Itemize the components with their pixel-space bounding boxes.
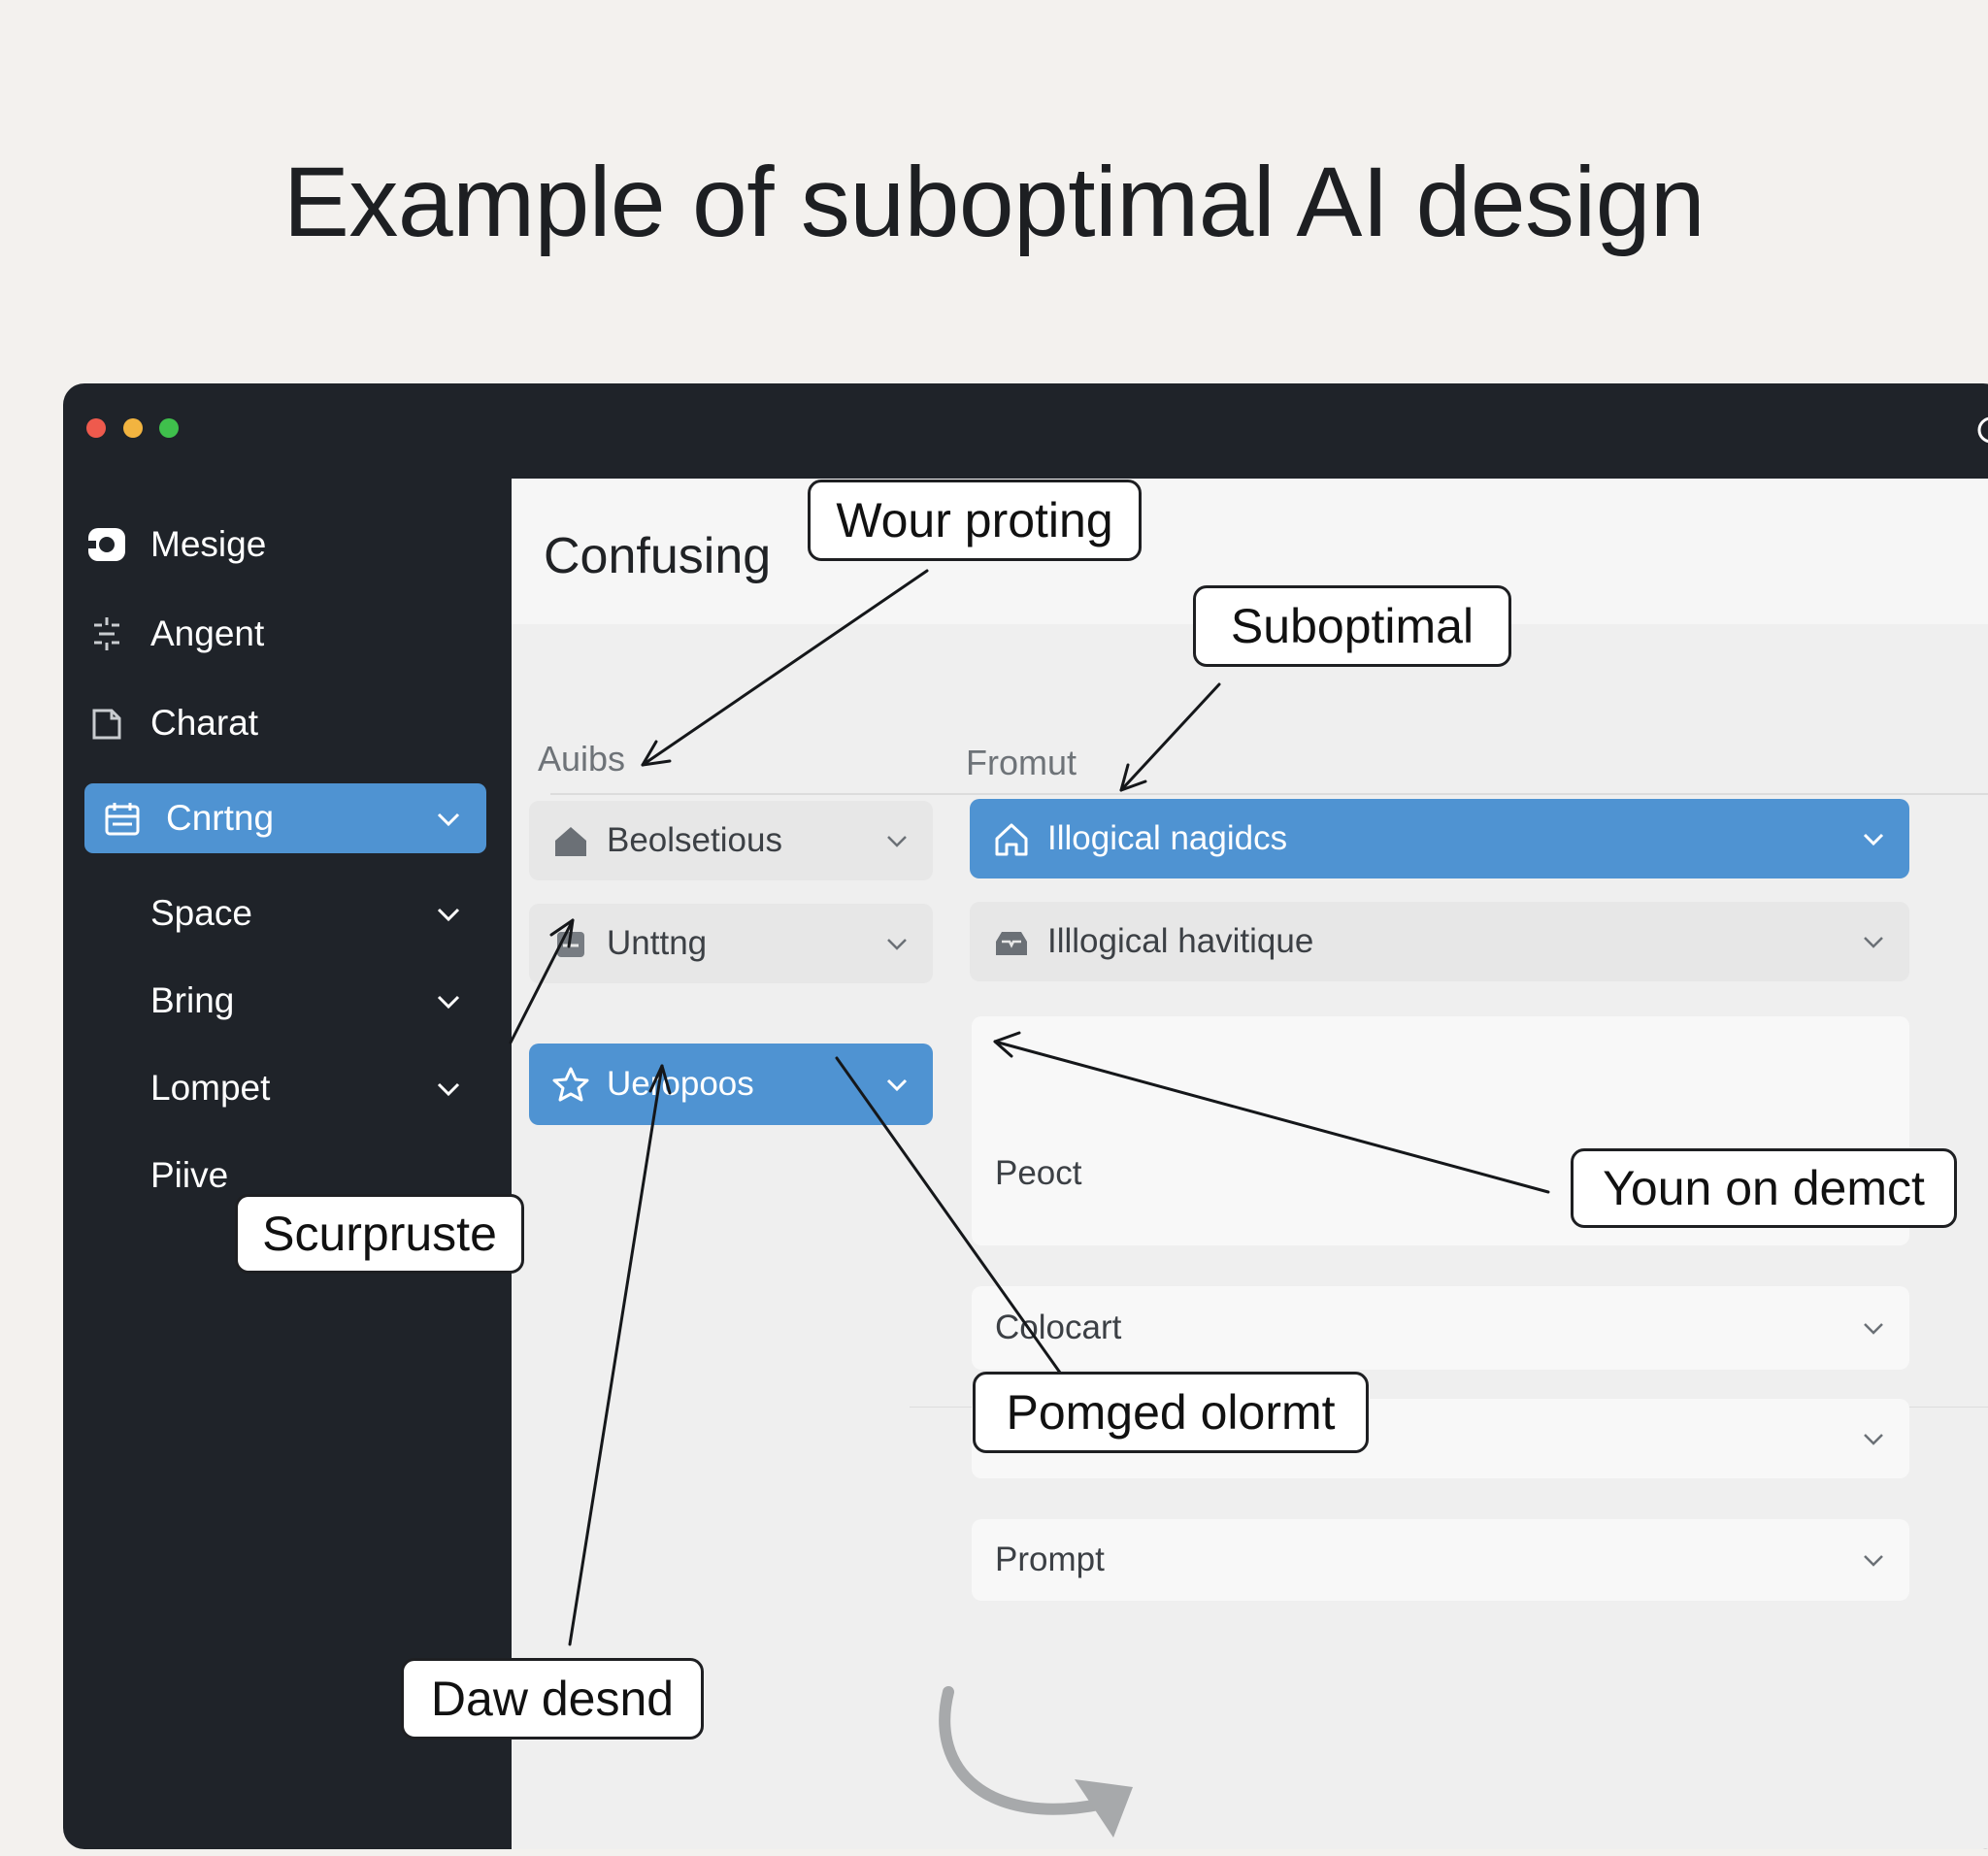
search-icon[interactable] — [1966, 411, 1988, 449]
chevron-down-icon — [437, 1082, 460, 1097]
panel-title: Confusing — [544, 528, 772, 584]
chevron-down-icon — [1864, 937, 1883, 948]
dropdown-prompt[interactable]: Prompt — [972, 1519, 1909, 1601]
arrow-head — [993, 1031, 1021, 1058]
chevron-down-icon — [437, 908, 460, 922]
arrow-line — [641, 569, 929, 767]
sidebar-item-space[interactable]: Space — [84, 878, 486, 948]
sidebar-item-label: Angent — [150, 613, 265, 653]
sidebar-item-label: Charat — [150, 703, 259, 743]
chevron-down-icon — [1864, 1434, 1883, 1445]
dropdown-label: Ueropoos — [607, 1065, 754, 1103]
sidebar-item-angent[interactable]: Angent — [84, 599, 486, 669]
house-icon — [550, 820, 591, 861]
arrow-line — [835, 1056, 1062, 1375]
callout-youn-on-demct: Youn on demct — [1571, 1148, 1957, 1228]
chevron-down-icon — [437, 812, 460, 827]
curved-arrow-icon — [939, 1686, 1133, 1838]
minimize-window-button[interactable] — [123, 418, 143, 438]
arrow-line — [1119, 682, 1221, 792]
callout-wour-proting: Wour proting — [808, 480, 1142, 561]
arrow-line — [568, 1064, 664, 1646]
document-icon — [84, 701, 129, 746]
chevron-down-icon — [887, 939, 907, 950]
arrow-head — [648, 1064, 672, 1095]
dropdown-unttng[interactable]: Unttng — [529, 904, 933, 983]
page-title: Example of suboptimal AI design — [282, 147, 1706, 257]
chevron-down-icon — [886, 1078, 908, 1092]
sparkle-agent-icon — [84, 612, 129, 656]
chevron-down-icon — [437, 995, 460, 1010]
callout-scurpruste: Scurpruste — [235, 1194, 524, 1274]
chevron-down-icon — [1864, 1323, 1883, 1335]
left-column-label: Auibs — [538, 739, 626, 779]
arrow-head — [549, 918, 575, 948]
sidebar-item-label: Lompet — [150, 1068, 271, 1108]
sidebar-item-piive[interactable]: Piive — [84, 1141, 486, 1210]
callout-pomged-olormt: Pomged olormt — [973, 1372, 1369, 1453]
dropdown-colocart[interactable]: Colocart — [972, 1286, 1909, 1370]
sidebar-item-label: Mesige — [150, 524, 267, 564]
dropdown-illogical-nagidcs[interactable]: Illogical nagidcs — [970, 799, 1909, 878]
divider — [550, 793, 1988, 795]
callout-suboptimal: Suboptimal — [1193, 585, 1511, 667]
dropdown-label: Beolsetious — [607, 821, 782, 859]
arrow-head — [1119, 763, 1147, 792]
calendar-icon — [100, 796, 145, 841]
dropdown-label: Illogical nagidcs — [1047, 819, 1288, 857]
chevron-down-icon — [1863, 833, 1884, 846]
dropdown-label: Unttng — [607, 924, 708, 962]
chat-bubble-icon — [84, 522, 129, 567]
callout-daw-desnd: Daw desnd — [401, 1658, 704, 1740]
sidebar-item-label: Bring — [150, 980, 235, 1020]
sidebar-item-label: Piive — [150, 1155, 229, 1195]
dropdown-label: Prompt — [995, 1541, 1105, 1578]
sidebar-item-label: Cnrtng — [166, 798, 275, 838]
sidebar-item-cnrtng[interactable]: Cnrtng — [84, 783, 486, 853]
dropdown-label: Illlogical havitique — [1047, 922, 1314, 960]
sidebar-item-bring[interactable]: Bring — [84, 966, 486, 1036]
sidebar-item-label: Space — [150, 893, 252, 933]
sidebar-item-mesige[interactable]: Mesige — [84, 510, 486, 580]
arrow-head — [641, 740, 672, 767]
chevron-down-icon — [1864, 1555, 1883, 1567]
inbox-icon — [991, 921, 1032, 962]
arrow-line — [993, 1040, 1550, 1194]
house-outline-icon — [991, 818, 1032, 859]
textarea-label: Peoct — [995, 1154, 1082, 1192]
dropdown-label: Colocart — [995, 1309, 1122, 1346]
star-icon — [550, 1064, 591, 1105]
dropdown-illlogical-havitique[interactable]: Illlogical havitique — [970, 902, 1909, 981]
maximize-window-button[interactable] — [159, 418, 179, 438]
close-window-button[interactable] — [86, 418, 106, 438]
right-column-label: Fromut — [966, 743, 1077, 782]
dropdown-ueropoos[interactable]: Ueropoos — [529, 1044, 933, 1125]
chevron-down-icon — [887, 836, 907, 847]
dropdown-beolsetious[interactable]: Beolsetious — [529, 801, 933, 880]
sidebar-item-lompet[interactable]: Lompet — [84, 1053, 486, 1123]
sidebar-item-charat[interactable]: Charat — [84, 688, 486, 758]
arrow-line — [509, 918, 575, 1044]
